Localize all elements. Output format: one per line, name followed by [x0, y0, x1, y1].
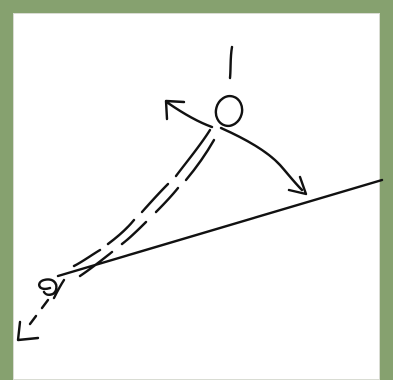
arm-arrow-down-right-icon	[221, 128, 302, 190]
body-outline-bottom-4	[80, 252, 112, 276]
foot-loop	[39, 279, 56, 294]
arm-arrow-up-left-icon	[168, 103, 212, 127]
leg-arrow-down-left-icon	[42, 300, 48, 308]
leg-arrow-down-left-dash	[30, 316, 36, 324]
body-outline-bottom-3	[122, 222, 146, 244]
incline-line-icon	[58, 180, 382, 276]
head-icon	[213, 93, 246, 129]
body-outline-top-3	[108, 220, 134, 244]
neck-stroke	[230, 47, 232, 78]
body-outline-top-2	[142, 184, 168, 212]
leg-arrow-down-left-head	[18, 322, 38, 340]
